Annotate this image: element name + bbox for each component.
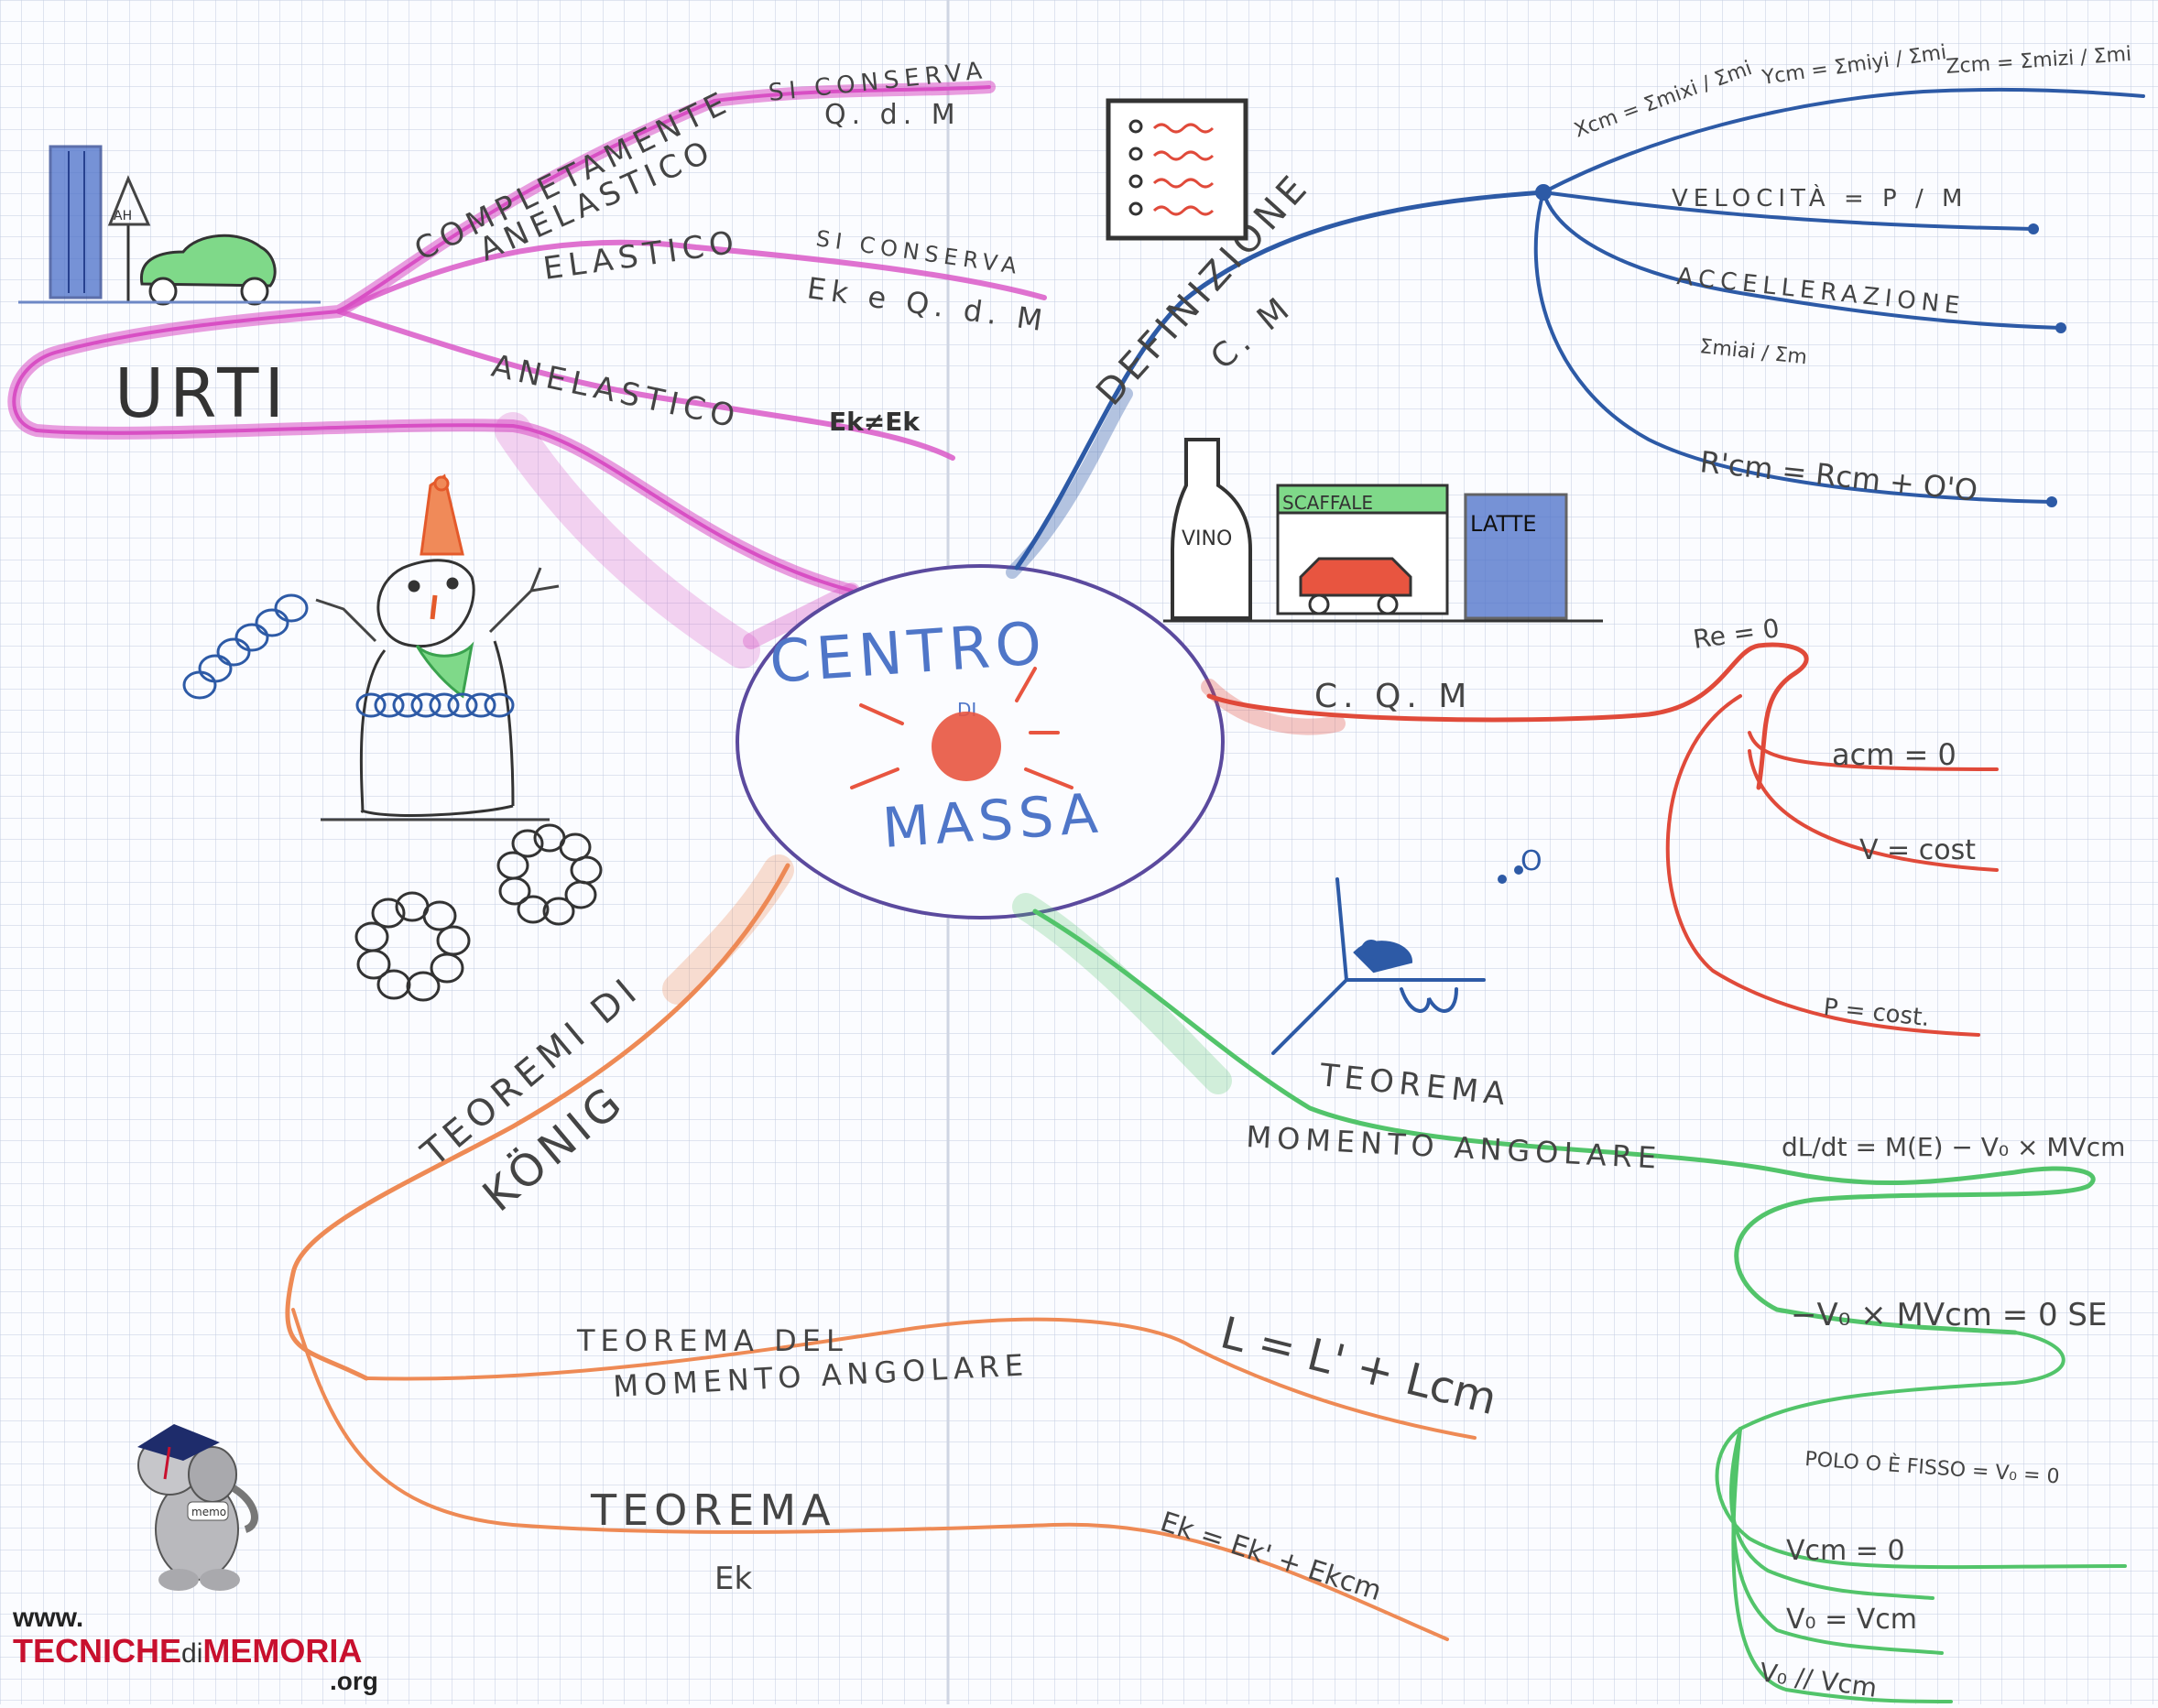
velocita: VELOCITÀ = P / M: [1672, 183, 1967, 212]
konig-t2-line1: TEOREMA: [590, 1485, 836, 1535]
rings-drawing: [354, 823, 603, 1002]
vino-label: VINO: [1182, 528, 1232, 550]
car-crash-drawing: AH: [18, 145, 321, 306]
cqm-branch: [1201, 642, 1999, 1037]
clipboard-drawing: [1106, 98, 1248, 241]
urti-branch: [7, 81, 1047, 669]
sign-label: AH: [114, 209, 132, 223]
logo-brand-b: MEMORIA: [202, 1632, 363, 1670]
small-o-drawing: O: [1498, 845, 1542, 884]
elephant-logo-icon: memo: [137, 1424, 258, 1591]
momento-formula: dL/dt = M(E) − V₀ × MVcm: [1782, 1132, 2125, 1162]
konig-t1-line1: TEOREMA DEL: [576, 1323, 848, 1358]
logo-brand-a: TECNICHE: [13, 1632, 182, 1670]
latte-label: LATTE: [1470, 511, 1537, 537]
snowman-drawing: [182, 473, 560, 821]
scaffale-label: SCAFFALE: [1282, 492, 1373, 514]
logo-brand-di: di: [181, 1638, 203, 1669]
momento-vcm: Vcm = 0: [1786, 1535, 1905, 1567]
cqm-title: C. Q. M: [1314, 678, 1472, 715]
konig-branch: [285, 854, 1477, 1641]
momento-branch: [1012, 893, 2127, 1703]
logo-org: .org: [330, 1667, 378, 1695]
dot-o-label: O: [1520, 845, 1542, 877]
urti-compl-note-line2: Q. d. M: [824, 99, 961, 131]
center-node: CENTRO DI MASSA: [736, 564, 1225, 919]
center-line3: MASSA: [880, 781, 1105, 861]
momento-vo-vcm: V₀ = Vcm: [1786, 1604, 1917, 1636]
urti-title: URTI: [114, 354, 289, 433]
definizione-branch: [1006, 87, 2145, 579]
konig-t2-line2: Ek: [714, 1561, 752, 1597]
urti-anelastico-note: Ek≠Ek: [829, 407, 921, 437]
logo-brand[interactable]: TECNICHEdiMEMORIA: [13, 1632, 362, 1670]
cqm-acm: acm = 0: [1832, 737, 1956, 772]
shop-drawing: VINO SCAFFALE LATTE: [1163, 438, 1603, 623]
skier-drawing: [1271, 877, 1486, 1055]
cqm-v: V = cost: [1859, 834, 1976, 866]
logo-badge: memo: [191, 1506, 226, 1518]
momento-cond: −V₀ × MVcm = 0 SE: [1791, 1297, 2108, 1333]
logo-www: www.: [13, 1603, 84, 1633]
